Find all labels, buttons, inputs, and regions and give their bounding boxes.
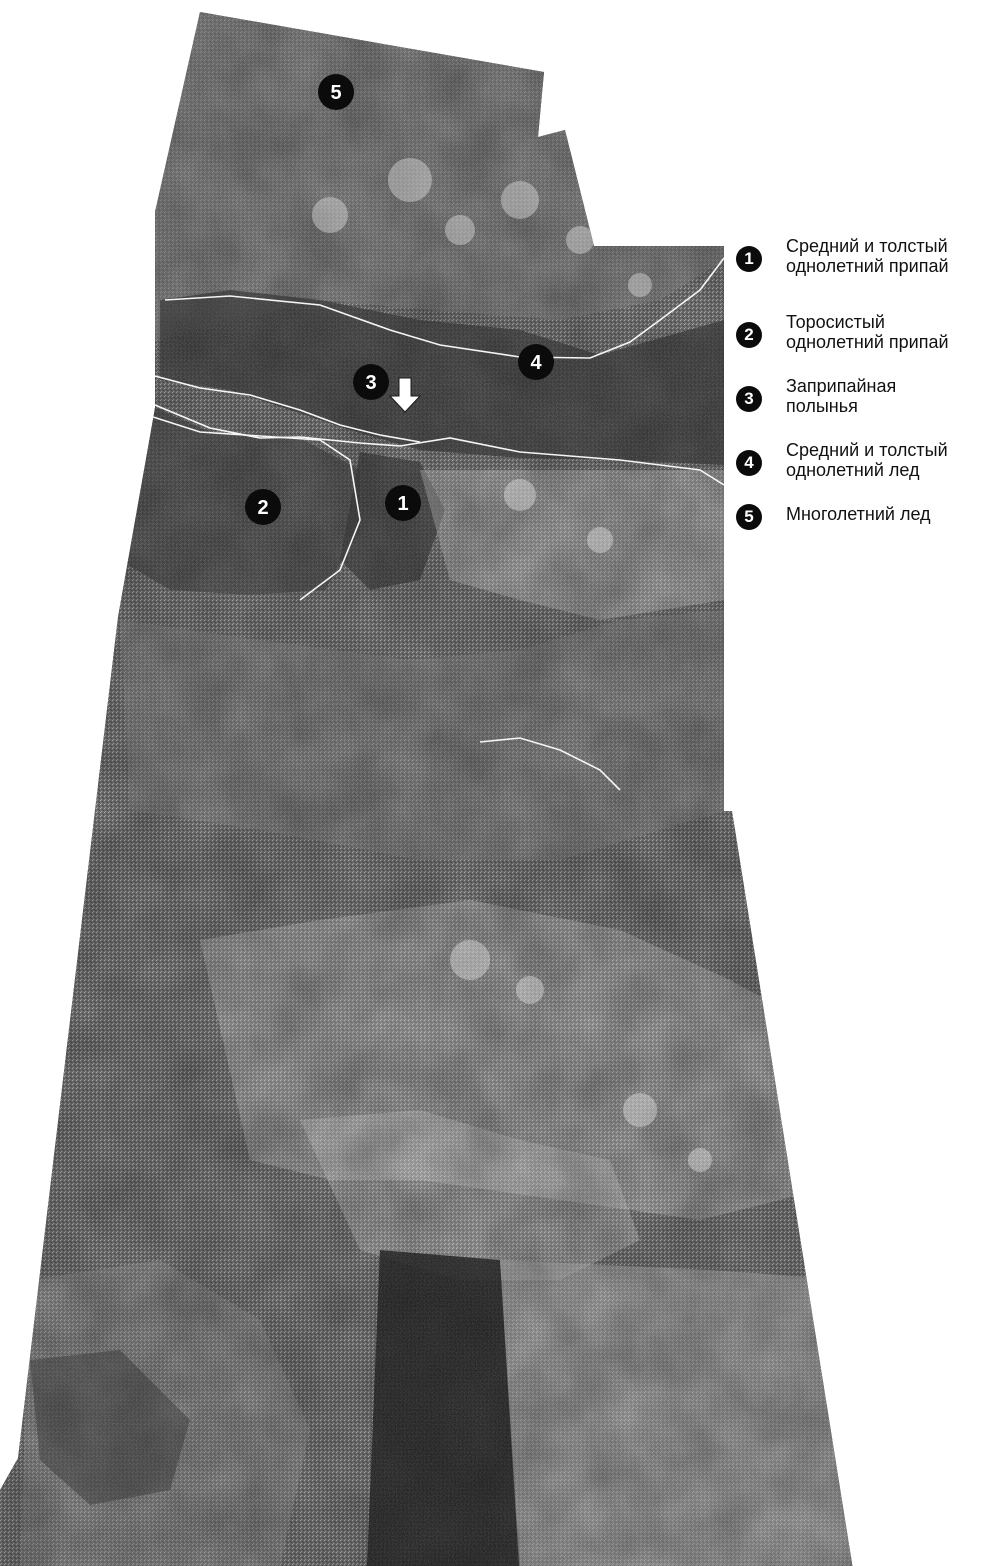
arrow-down-icon bbox=[388, 377, 422, 413]
map-label-3: 3 bbox=[353, 364, 389, 400]
svg-text:5: 5 bbox=[330, 82, 341, 104]
legend-item-5: 5 Многолетний лед bbox=[736, 504, 992, 544]
ice-region-boundaries bbox=[149, 257, 725, 791]
legend-item-4: 4 Средний и толстый однолетний лед bbox=[736, 440, 992, 504]
legend-badge-5: 5 bbox=[736, 504, 762, 530]
map-label-1: 1 bbox=[385, 485, 421, 521]
legend-label-5: Многолетний лед bbox=[786, 504, 931, 524]
legend-label-2: Торосистый однолетний припай bbox=[786, 312, 949, 352]
ice-floe-patches bbox=[312, 158, 712, 1172]
legend: 1 Средний и толстый однолетний припай 2 … bbox=[736, 236, 992, 544]
legend-label-1: Средний и толстый однолетний припай bbox=[786, 236, 949, 276]
legend-label-3: Заприпайная полынья bbox=[786, 376, 897, 416]
svg-text:2: 2 bbox=[257, 497, 268, 519]
svg-text:3: 3 bbox=[365, 372, 376, 394]
legend-badge-2: 2 bbox=[736, 322, 762, 348]
map-label-4: 4 bbox=[518, 344, 554, 380]
svg-text:4: 4 bbox=[530, 352, 542, 374]
legend-item-3: 3 Заприпайная полынья bbox=[736, 376, 992, 440]
legend-label-4: Средний и толстый однолетний лед bbox=[786, 440, 948, 480]
legend-badge-4: 4 bbox=[736, 450, 762, 476]
map-label-2: 2 bbox=[245, 489, 281, 525]
legend-item-2: 2 Торосистый однолетний припай bbox=[736, 312, 992, 376]
legend-badge-3: 3 bbox=[736, 386, 762, 412]
legend-item-1: 1 Средний и толстый однолетний припай bbox=[736, 236, 992, 312]
svg-text:1: 1 bbox=[397, 493, 408, 515]
map-label-5: 5 bbox=[318, 74, 354, 110]
legend-badge-1: 1 bbox=[736, 246, 762, 272]
